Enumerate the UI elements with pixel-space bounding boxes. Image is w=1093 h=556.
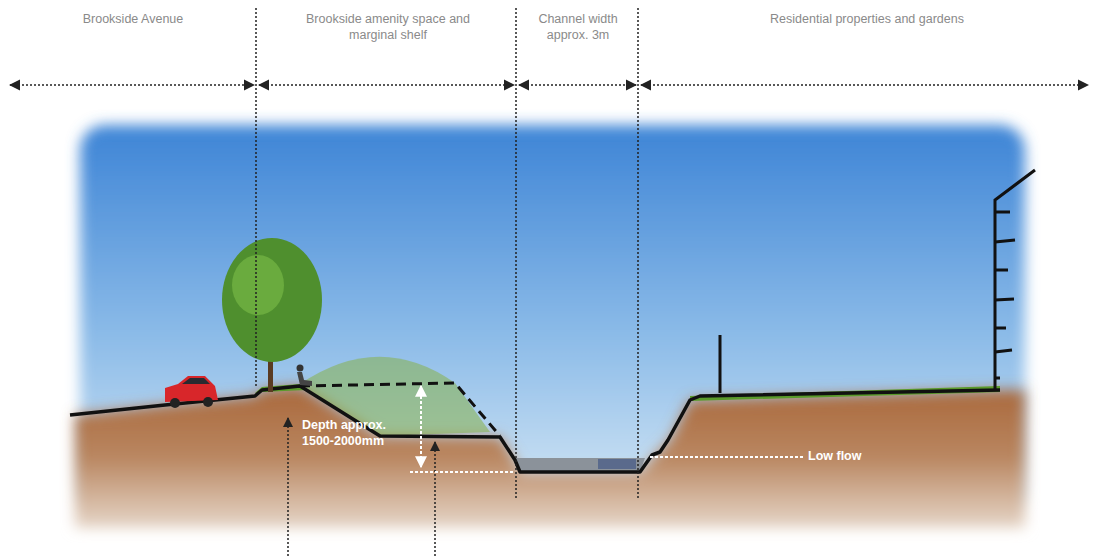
dimension-label: Depth approx. 1500-2000mm (302, 418, 414, 449)
ground-profile (70, 386, 1000, 472)
depth-dimension (410, 386, 804, 472)
zone-dimension (10, 84, 1088, 86)
leader-arrow (288, 418, 435, 556)
zone-label: Residential properties and gardens (727, 12, 1007, 28)
zone-label: Brookside amenity space and marginal she… (288, 12, 488, 43)
water (515, 458, 645, 472)
tree-canopy (222, 238, 322, 362)
soil (75, 386, 1025, 528)
post (719, 335, 722, 393)
zone-label: Channel width approx. 3m (523, 12, 633, 43)
person (297, 365, 313, 387)
zone-divider (256, 8, 638, 500)
zone-label: Brookside Avenue (33, 12, 233, 28)
tree-canopy (232, 255, 284, 315)
water (598, 459, 636, 469)
annotation-label: Low flow (808, 449, 888, 465)
car (165, 376, 218, 408)
house-outline (995, 170, 1035, 390)
